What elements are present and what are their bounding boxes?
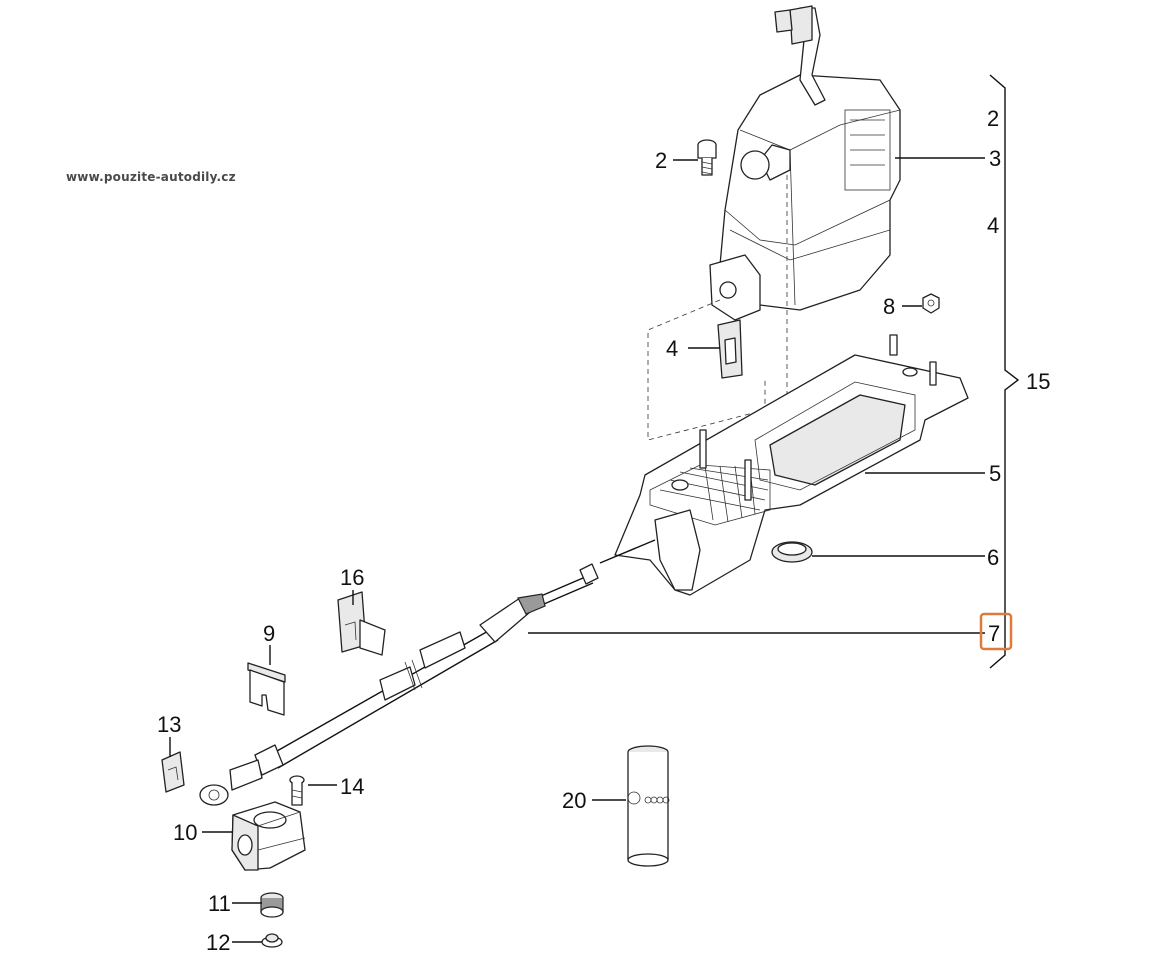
part-label-6[interactable]: 6 bbox=[987, 545, 999, 570]
part-label-5[interactable]: 5 bbox=[989, 461, 1001, 486]
part-label-15[interactable]: 15 bbox=[1026, 369, 1050, 394]
part-label-13[interactable]: 13 bbox=[157, 712, 181, 737]
part-label-9[interactable]: 9 bbox=[263, 621, 275, 646]
part-label-4-right[interactable]: 4 bbox=[987, 213, 999, 238]
part-label-20[interactable]: 20 bbox=[562, 788, 586, 813]
bracket-10-part[interactable] bbox=[231, 801, 306, 871]
nut-8-part[interactable] bbox=[922, 293, 940, 314]
leader-lines bbox=[169, 74, 1020, 943]
clip-16-part[interactable] bbox=[337, 591, 386, 656]
part-label-4-left[interactable]: 4 bbox=[666, 336, 678, 361]
shift-cable-part[interactable] bbox=[199, 539, 656, 806]
bolt-14-part[interactable] bbox=[289, 775, 305, 806]
washer-12-part[interactable] bbox=[261, 933, 283, 948]
bolt-2-part[interactable] bbox=[697, 139, 717, 176]
retainer-9-part[interactable] bbox=[247, 662, 286, 716]
clip-4-part[interactable] bbox=[717, 319, 743, 379]
part-label-3[interactable]: 3 bbox=[989, 146, 1001, 171]
part-label-2-right[interactable]: 2 bbox=[987, 106, 999, 131]
part-label-12[interactable]: 12 bbox=[206, 930, 230, 955]
part-label-10[interactable]: 10 bbox=[173, 820, 197, 845]
part-label-7[interactable]: 7 bbox=[988, 621, 1000, 646]
shift-housing-part[interactable] bbox=[709, 5, 901, 321]
part-label-2-left[interactable]: 2 bbox=[655, 148, 667, 173]
part-7-highlight-box bbox=[979, 612, 1013, 651]
part-label-16[interactable]: 16 bbox=[340, 565, 364, 590]
watermark-text: www.pouzite-autodily.cz bbox=[66, 170, 236, 184]
part-label-11[interactable]: 11 bbox=[208, 891, 231, 916]
clip-13-part[interactable] bbox=[161, 751, 185, 793]
grommet-6-part[interactable] bbox=[771, 541, 813, 563]
part-label-8[interactable]: 8 bbox=[883, 294, 895, 319]
lubricant-can-part[interactable] bbox=[627, 745, 670, 867]
part-label-14[interactable]: 14 bbox=[340, 774, 364, 799]
bushing-11-part[interactable] bbox=[260, 892, 284, 918]
base-housing-part[interactable] bbox=[614, 334, 969, 596]
